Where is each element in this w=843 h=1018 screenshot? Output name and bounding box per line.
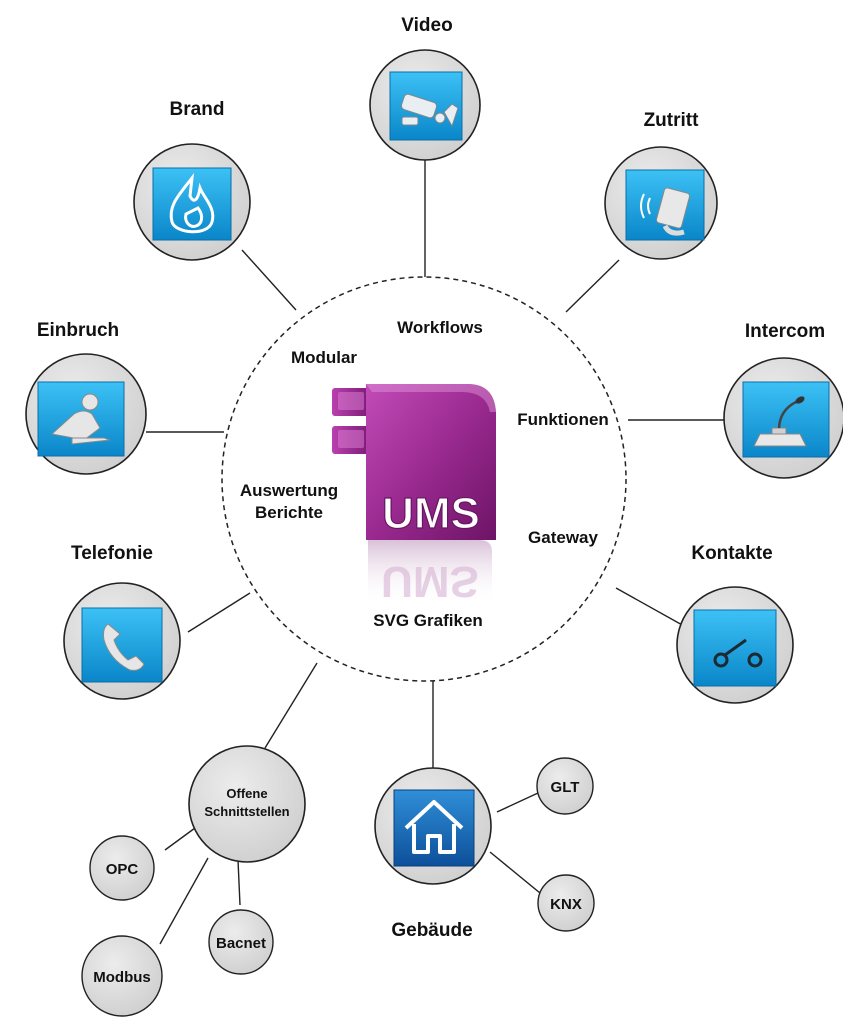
node-telefonie: Telefonie — [63, 543, 181, 700]
center-features: Workflows Modular Funktionen Auswertung … — [240, 318, 609, 630]
node-schnittstellen: Offene Schnittstellen — [188, 745, 306, 863]
node-bacnet-label: Bacnet — [216, 935, 266, 952]
line-knx — [489, 851, 541, 894]
feature-auswertung: Auswertung — [240, 481, 338, 500]
node-intercom-label: Intercom — [745, 321, 825, 342]
line-zutritt — [565, 259, 620, 313]
node-video: Video — [369, 15, 481, 161]
line-glt — [496, 792, 539, 813]
node-modbus: Modbus — [81, 935, 163, 1017]
node-zutritt: Zutritt — [604, 110, 718, 260]
contact-switch-icon — [713, 638, 763, 668]
node-opc: OPC — [89, 835, 155, 901]
node-telefonie-label: Telefonie — [71, 543, 153, 564]
line-schnittstellen — [264, 662, 318, 749]
node-kontakte-label: Kontakte — [691, 543, 772, 564]
feature-modular: Modular — [291, 348, 357, 367]
node-opc-label: OPC — [106, 861, 139, 878]
feature-funktionen: Funktionen — [517, 410, 609, 429]
burglar-icon — [50, 393, 111, 445]
node-schnittstellen-label-2: Schnittstellen — [204, 804, 289, 819]
feature-berichte: Berichte — [255, 503, 323, 522]
node-intercom: Intercom — [723, 321, 843, 479]
node-brand: Brand — [133, 99, 251, 261]
logo-reflection — [368, 540, 492, 605]
node-bacnet: Bacnet — [208, 909, 274, 975]
node-einbruch: Einbruch — [25, 320, 147, 475]
intercom-microphone-icon — [753, 396, 807, 447]
logo-text: UMS — [382, 489, 480, 538]
node-kontakte: Kontakte — [676, 543, 794, 704]
node-knx-label: KNX — [550, 896, 582, 913]
node-zutritt-label: Zutritt — [644, 110, 700, 131]
node-brand-label: Brand — [170, 99, 225, 120]
line-opc — [164, 827, 196, 851]
fire-icon — [169, 172, 215, 234]
node-video-label: Video — [401, 15, 452, 36]
node-einbruch-label: Einbruch — [37, 320, 119, 341]
feature-gateway: Gateway — [528, 528, 598, 547]
line-telefonie — [187, 592, 251, 633]
line-modbus — [159, 857, 209, 945]
phone-icon — [103, 623, 145, 671]
camera-icon — [400, 93, 459, 128]
node-glt-label: GLT — [551, 779, 580, 796]
node-schnittstellen-label-1: Offene — [226, 786, 267, 801]
node-glt: GLT — [536, 757, 594, 815]
access-card-icon — [640, 187, 691, 236]
connector-lines — [146, 160, 724, 945]
feature-workflows: Workflows — [397, 318, 483, 337]
logo-block — [366, 384, 496, 540]
house-icon — [404, 800, 464, 854]
node-gebaeude-label: Gebäude — [391, 920, 472, 941]
node-gebaeude: Gebäude — [374, 767, 492, 941]
node-modbus-label: Modbus — [93, 969, 151, 986]
node-knx: KNX — [537, 874, 595, 932]
feature-svg-grafiken: SVG Grafiken — [373, 611, 483, 630]
logo-reflection-text: UMS — [381, 557, 479, 606]
line-bacnet — [237, 859, 241, 906]
line-brand — [241, 249, 297, 311]
ums-logo: UMS UMS — [332, 384, 496, 606]
line-kontakte — [615, 587, 685, 627]
